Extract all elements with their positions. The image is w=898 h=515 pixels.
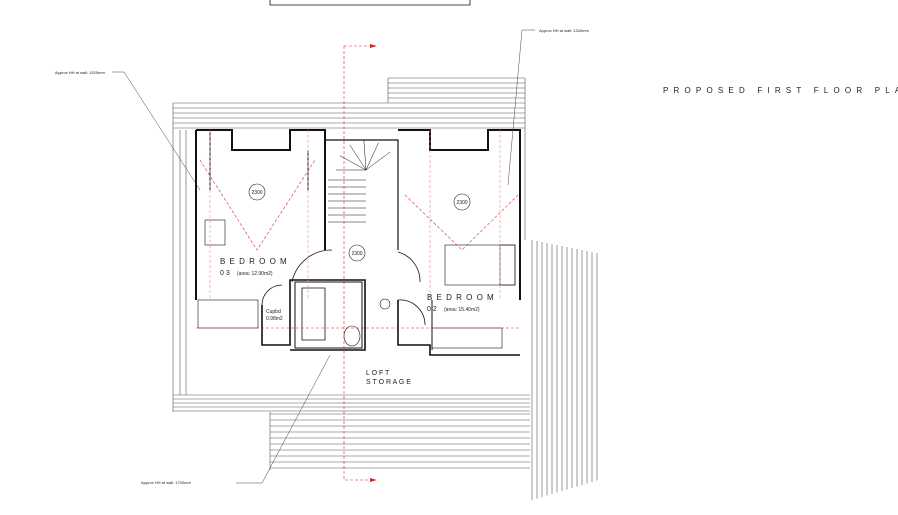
roof-tile-hatching <box>172 77 598 500</box>
annotation-hh-right: Approx HH at wall: 1340mm <box>539 28 589 33</box>
leader-lines <box>112 29 535 484</box>
roof-line <box>365 151 391 171</box>
ceiling-height-label: 2300 <box>251 190 262 196</box>
loft-label-line1: L O F T <box>366 370 390 377</box>
ceiling-height-label: 2300 <box>456 200 467 206</box>
bedroom2-number: 0 2 <box>427 306 437 313</box>
loft-label-line2: S T O R A G E <box>366 379 411 386</box>
roof-line <box>339 155 367 171</box>
bedroom2-area: (area: 15.40m2) <box>444 307 480 313</box>
annotation-hh-bottom: Approx HH at wall: 1700mm <box>141 480 191 485</box>
cupboard-name: Cupbd <box>266 309 281 315</box>
roof-line <box>365 142 379 171</box>
cupboard-area: 0.98m2 <box>266 316 283 322</box>
drawing-title: PROPOSED FIRST FLOOR PLAN <box>663 86 898 95</box>
bedroom3-name: B E D R O O M <box>220 257 288 266</box>
ceiling-height-label: 2300 <box>351 251 362 257</box>
bedroom3-number: 0 3 <box>220 270 230 277</box>
bedroom2-name: B E D R O O M <box>427 293 495 302</box>
section-lines <box>196 45 520 481</box>
annotation-hh-left: Approx HH at wall: 1525mm <box>55 70 105 75</box>
section-arrow-icon <box>370 44 377 482</box>
bedroom3-area: (area: 12.90m2) <box>237 271 273 277</box>
roof-line <box>363 140 367 171</box>
roof-line <box>349 144 367 171</box>
ceiling-height-markers <box>248 183 471 262</box>
